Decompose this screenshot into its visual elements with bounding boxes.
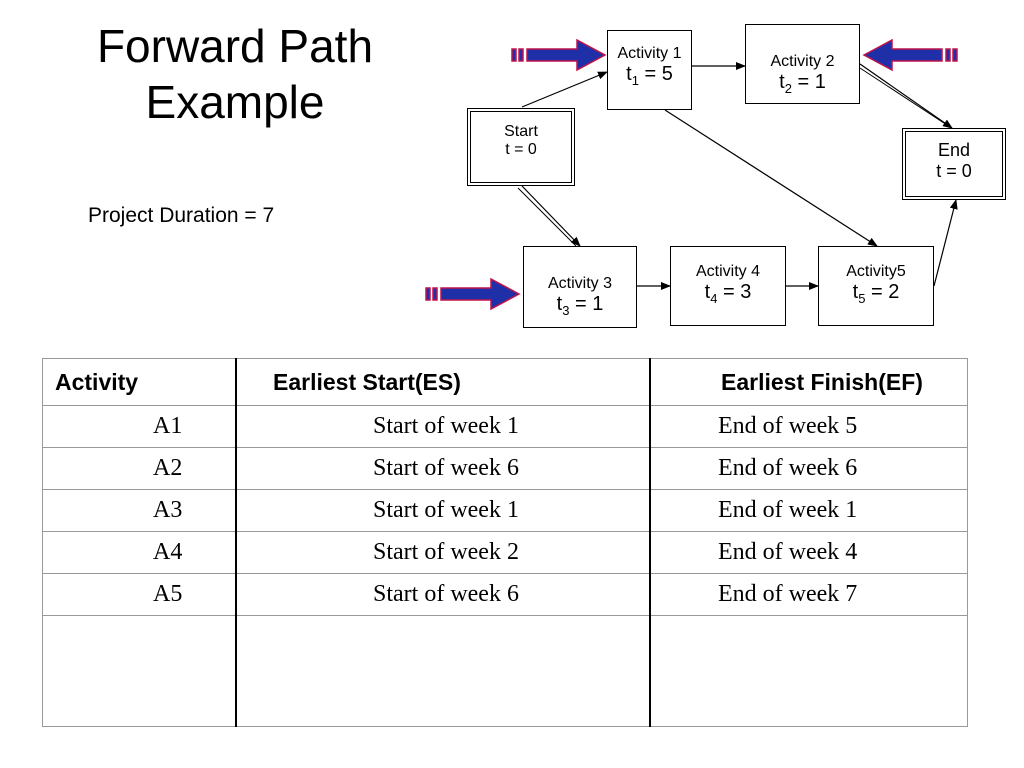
highlight-arrow-activity2: [862, 38, 958, 72]
node-activity-5: Activity5 t5 = 2: [818, 246, 934, 326]
edge-activity1-activity5: [664, 109, 878, 247]
cell-activity: A1: [42, 405, 237, 448]
activity-2-label: Activity 2: [770, 53, 835, 70]
cell-ef: End of week 7: [649, 573, 968, 616]
table-row: A1 Start of week 1 End of week 5: [42, 405, 968, 448]
cell-activity: A3: [42, 489, 237, 532]
table-row: A5 Start of week 6 End of week 7: [42, 573, 968, 616]
node-start-value: t = 0: [505, 141, 537, 158]
table-row: A4 Start of week 2 End of week 4: [42, 531, 968, 574]
header-earliest-finish: Earliest Finish(EF): [649, 358, 968, 406]
project-duration: Project Duration = 7: [88, 204, 275, 227]
empty-cell: [42, 615, 237, 727]
table-row: A3 Start of week 1 End of week 1: [42, 489, 968, 532]
node-start: Start t = 0: [467, 108, 575, 186]
node-activity-3: Activity 3 t3 = 1: [523, 246, 637, 328]
table-row: A2 Start of week 6 End of week 6: [42, 447, 968, 490]
node-activity-4: Activity 4 t4 = 3: [670, 246, 786, 326]
cell-activity: A4: [42, 531, 237, 574]
activity-2-duration: t2 = 1: [779, 71, 826, 96]
edge-activity5-end: [933, 199, 958, 287]
slide-title: Forward Path Example: [60, 18, 410, 130]
node-end-value: t = 0: [936, 161, 972, 181]
edge-activity2-end-2: [859, 67, 951, 128]
edge-activity2-end: [859, 63, 953, 129]
cell-activity: A2: [42, 447, 237, 490]
cell-activity: A5: [42, 573, 237, 616]
activity-1-label: Activity 1: [617, 45, 682, 62]
cell-es: Start of week 2: [235, 531, 651, 574]
empty-cell: [235, 615, 651, 727]
title-line-1: Forward Path: [96, 20, 374, 72]
node-start-label: Start: [504, 123, 538, 140]
node-activity-2: Activity 2 t2 = 1: [745, 24, 860, 104]
activity-4-label: Activity 4: [695, 263, 760, 280]
cell-ef: End of week 4: [649, 531, 968, 574]
node-activity-1: Activity 1 t1 = 5: [607, 30, 692, 110]
cell-es: Start of week 6: [235, 447, 651, 490]
cell-ef: End of week 5: [649, 405, 968, 448]
activity-3-duration: t3 = 1: [556, 293, 604, 318]
activity-3-label: Activity 3: [547, 275, 612, 292]
node-end: End t = 0: [902, 128, 1006, 200]
activity-5-duration: t5 = 2: [852, 281, 900, 306]
edge-start-activity3: [521, 185, 581, 247]
highlight-arrow-activity3: [425, 277, 521, 311]
table-empty-row: [42, 615, 968, 727]
empty-cell: [649, 615, 968, 727]
header-earliest-start: Earliest Start(ES): [235, 358, 651, 406]
title-line-2: Example: [145, 76, 325, 128]
forward-pass-table: Activity Earliest Start(ES) Earliest Fin…: [42, 358, 968, 727]
cell-ef: End of week 6: [649, 447, 968, 490]
activity-5-label: Activity5: [846, 263, 906, 280]
activity-1-duration: t1 = 5: [626, 63, 673, 88]
cell-es: Start of week 1: [235, 405, 651, 448]
cell-ef: End of week 1: [649, 489, 968, 532]
activity-4-duration: t4 = 3: [704, 281, 752, 306]
header-activity: Activity: [42, 358, 237, 406]
cell-es: Start of week 1: [235, 489, 651, 532]
node-end-label: End: [937, 140, 971, 160]
edge-start-activity1: [521, 71, 608, 108]
edge-start-activity3-2: [517, 187, 577, 247]
table-header-row: Activity Earliest Start(ES) Earliest Fin…: [42, 358, 968, 406]
cell-es: Start of week 6: [235, 573, 651, 616]
highlight-arrow-activity1: [511, 38, 607, 72]
